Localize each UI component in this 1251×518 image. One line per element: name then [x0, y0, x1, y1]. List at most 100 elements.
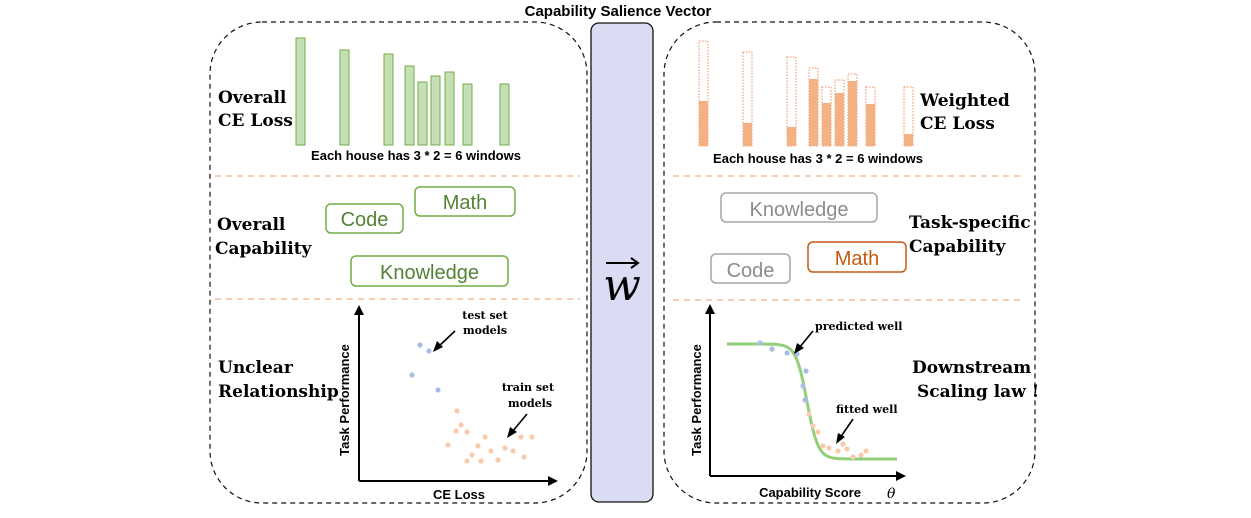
right-loss-bar-outline: [742, 51, 753, 147]
right-test-dot: [803, 368, 809, 374]
right-loss-bar-fill: [904, 134, 913, 146]
left-loss-label-line2: CE Loss: [218, 111, 293, 131]
right-loss-bar-fill: [787, 127, 796, 146]
right-train-dot: [844, 446, 850, 452]
right-test-dot: [800, 383, 806, 389]
left-test-dot: [417, 342, 423, 348]
right-x-axis-arrow: [896, 471, 906, 481]
vector-w-symbol: w: [603, 260, 641, 311]
left-train-dot: [502, 445, 508, 451]
right-knowledge-label: Knowledge: [750, 199, 849, 221]
left-houses-caption: Each house has 3 * 2 = 6 windows: [311, 148, 521, 163]
right-y-axis-arrow: [705, 304, 715, 314]
left-train-dot: [453, 428, 459, 434]
left-loss-bar: [430, 75, 441, 146]
right-annot-predicted-arrowhead: [794, 343, 804, 354]
right-train-dot: [815, 429, 821, 435]
right-train-dot: [835, 448, 841, 454]
left-train-dot: [510, 448, 516, 454]
right-capability-label-line1: Task-specific: [909, 213, 1031, 233]
left-train-dot: [475, 443, 481, 449]
right-loss-bar-fill: [822, 103, 831, 146]
right-knowledge-box: [720, 192, 878, 223]
right-math-label: Math: [835, 248, 879, 270]
left-annot-test-line1: test set: [462, 309, 508, 322]
right-capability-label-line2: Capability: [909, 237, 1007, 257]
right-train-dot: [863, 448, 869, 454]
right-loss-bar-fill: [743, 123, 752, 146]
right-loss-bar-fill: [699, 101, 708, 146]
right-loss-label-line1: Weighted: [919, 91, 1010, 111]
left-train-dot: [482, 434, 488, 440]
left-train-dot: [454, 408, 460, 414]
right-loss-bar-fill: [835, 93, 844, 146]
left-train-dot: [469, 452, 475, 458]
left-panel-frame: [209, 21, 588, 504]
left-loss-bar: [383, 53, 394, 146]
right-train-dot: [820, 443, 826, 449]
left-test-dot: [435, 387, 441, 393]
left-y-axis-label: Task Performance: [337, 344, 352, 456]
right-law-label-line2: Scaling law !: [917, 382, 1039, 402]
right-math-box: [807, 241, 907, 273]
left-annot-test-arrow: [437, 330, 456, 348]
left-loss-bar: [339, 49, 350, 146]
right-loss-label-line2: CE Loss: [920, 114, 995, 134]
right-test-dot: [769, 346, 775, 352]
right-annot-predicted-arrow: [798, 330, 814, 349]
right-loss-bar-fill: [866, 104, 875, 146]
right-sigmoid-curve: [727, 342, 897, 461]
left-loss-bar: [499, 83, 510, 146]
right-x-axis-label: Capability Score: [759, 485, 861, 500]
right-train-dot: [850, 454, 856, 460]
left-x-axis-label: CE Loss: [433, 487, 485, 502]
right-code-label: Code: [727, 260, 775, 282]
left-train-dot: [464, 429, 470, 435]
right-panel-frame: [663, 21, 1036, 504]
right-law-label-line1: Downstream: [912, 358, 1031, 378]
right-annot-fitted-arrowhead: [836, 433, 845, 444]
right-test-dot: [784, 350, 790, 356]
left-code-label: Code: [341, 209, 389, 231]
right-train-dot: [840, 441, 846, 447]
left-code-box: [325, 203, 404, 234]
right-annot-fitted: fitted well: [836, 403, 898, 416]
left-loss-bar: [444, 71, 455, 146]
left-loss-bars: [295, 37, 510, 146]
right-code-box: [710, 253, 791, 284]
right-test-dot: [757, 340, 763, 346]
left-test-dot: [409, 372, 415, 378]
right-train-dot: [806, 411, 812, 417]
right-annot-fitted-arrow: [839, 418, 854, 439]
left-relationship-label-line2: Relationship: [218, 382, 339, 402]
left-annot-test-arrowhead: [433, 341, 443, 352]
left-y-axis-arrow: [354, 305, 364, 315]
left-train-dot: [521, 454, 527, 460]
left-math-box: [414, 186, 516, 217]
left-train-dot: [464, 458, 470, 464]
left-train-dot: [495, 457, 501, 463]
left-train-dot: [488, 448, 494, 454]
right-annot-predicted: predicted well: [815, 320, 902, 333]
right-y-axis-label: Task Performance: [689, 344, 704, 456]
left-annot-test-line2: models: [463, 324, 507, 337]
right-x-axis-theta: θ: [887, 486, 896, 502]
left-annot-train-line2: models: [508, 397, 552, 410]
right-loss-bar-fill: [848, 81, 857, 146]
figure-title: Capability Salience Vector: [525, 3, 712, 20]
left-train-dot: [478, 458, 484, 464]
right-loss-bars: [698, 40, 914, 147]
left-annot-train-line1: train set: [502, 381, 555, 394]
right-houses-caption: Each house has 3 * 2 = 6 windows: [713, 151, 923, 166]
right-test-dot: [802, 397, 808, 403]
left-scatter-dots: [409, 342, 535, 464]
left-relationship-label-line1: Unclear: [218, 358, 294, 378]
left-annot-train-arrow: [511, 413, 528, 433]
left-train-dot: [529, 434, 535, 440]
left-math-label: Math: [443, 192, 487, 214]
vector-arrow-head: [630, 257, 640, 269]
left-x-axis-arrow: [548, 476, 558, 486]
right-train-dot: [826, 445, 832, 451]
left-knowledge-label: Knowledge: [380, 262, 479, 284]
right-train-dot: [810, 423, 816, 429]
